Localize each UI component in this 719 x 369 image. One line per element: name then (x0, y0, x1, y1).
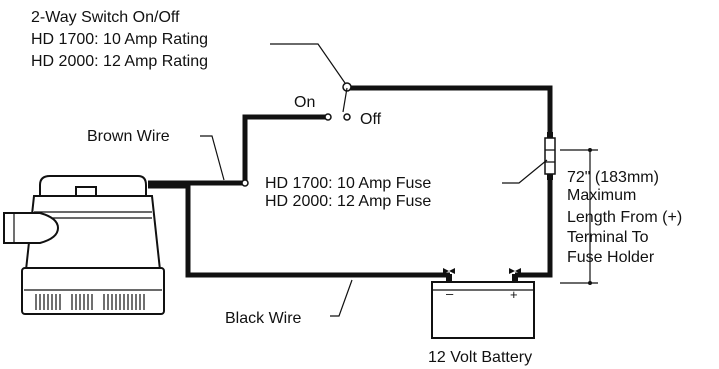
battery-label: 12 Volt Battery (428, 349, 532, 366)
length-label-1: 72" (183mm) (567, 169, 659, 186)
length-dimension (560, 148, 598, 285)
battery-negative-label: – (446, 286, 454, 301)
switch-leader (270, 43, 346, 84)
switch-rating-label-1: HD 1700: 10 Amp Rating (31, 31, 208, 48)
switch-off-label: Off (360, 111, 382, 128)
positive-wire (347, 85, 553, 278)
positive-terminal (509, 268, 521, 282)
fuse-holder (544, 132, 556, 180)
fuse-label-2: HD 2000: 12 Amp Fuse (265, 193, 431, 210)
black-wire-label: Black Wire (225, 310, 302, 327)
battery-positive-label: + (510, 287, 518, 302)
switch-title-label: 2-Way Switch On/Off (31, 9, 180, 26)
switch (241, 82, 352, 187)
switch-rating-label-2: HD 2000: 12 Amp Rating (31, 53, 208, 70)
black-wire-leader (330, 279, 353, 317)
black-wire (148, 183, 450, 278)
brown-wire-label: Brown Wire (87, 128, 170, 145)
bilge-pump (3, 175, 165, 315)
switch-on-label: On (294, 94, 315, 111)
battery (431, 268, 535, 339)
pump-vents (24, 289, 162, 310)
length-label-5: Fuse Holder (567, 249, 655, 266)
fuse-label-1: HD 1700: 10 Amp Fuse (265, 175, 431, 192)
length-label-2: Maximum (567, 187, 636, 204)
length-label-4: Terminal To (567, 229, 649, 246)
fuse-leader (502, 159, 548, 184)
brown-wire-leader (200, 135, 225, 181)
brown-wire (148, 114, 328, 186)
length-label-3: Length From (+) (567, 209, 682, 226)
negative-terminal (443, 268, 455, 282)
